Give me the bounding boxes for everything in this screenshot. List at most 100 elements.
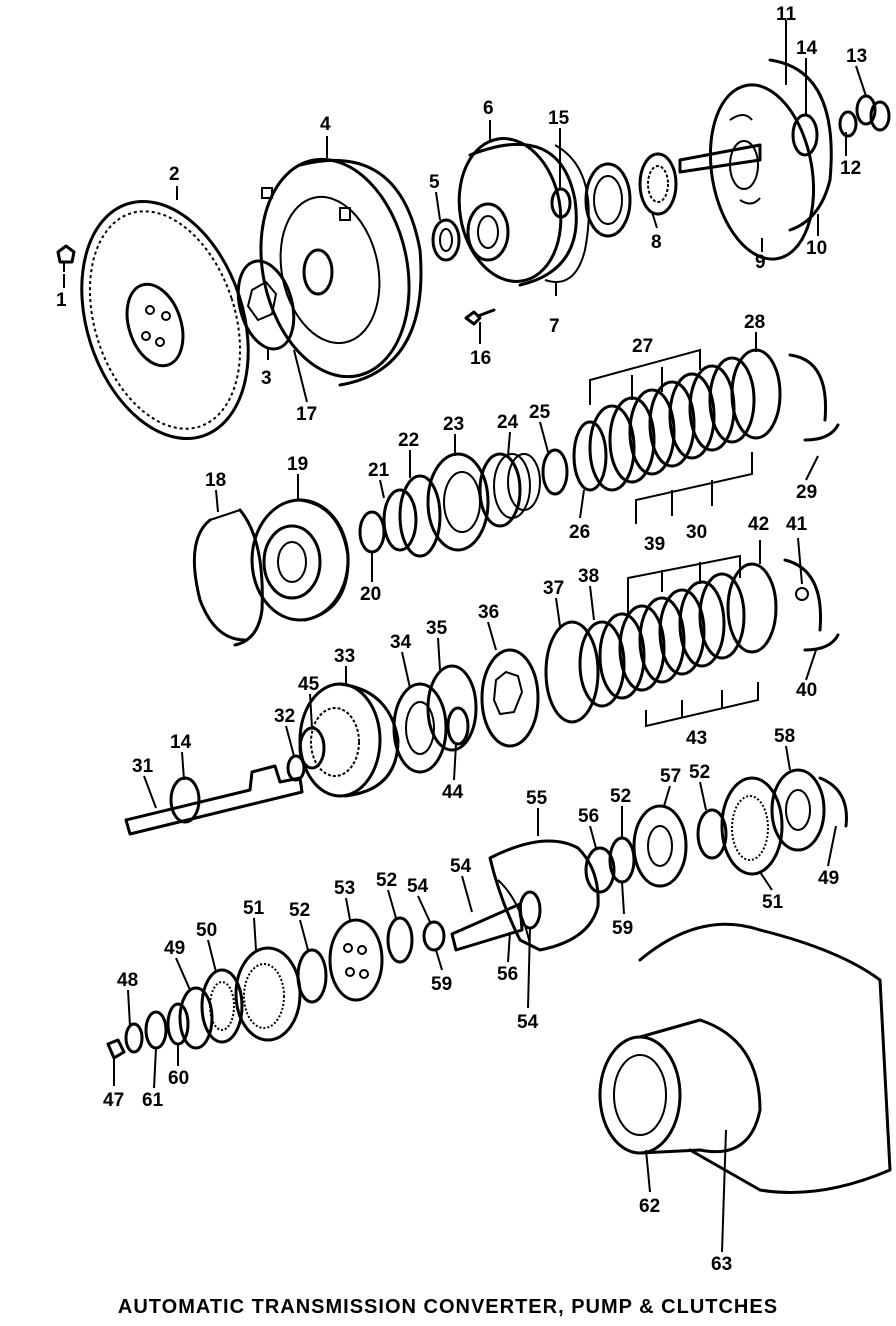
callout-49-right: 49	[818, 868, 839, 889]
callout-38: 38	[578, 566, 599, 587]
callout-54-a: 54	[407, 876, 429, 897]
diagram-caption: AUTOMATIC TRANSMISSION CONVERTER, PUMP &…	[117, 1296, 779, 1318]
callout-63: 63	[711, 1254, 732, 1275]
callout-31: 31	[132, 756, 154, 777]
part-31-input-shaft	[124, 764, 304, 836]
callout-52-c: 52	[610, 786, 631, 807]
callout-27: 27	[632, 336, 653, 357]
part-10-pump-cover	[768, 58, 833, 232]
callout-49-left: 49	[164, 938, 185, 959]
callout-9: 9	[755, 252, 766, 273]
callout-50: 50	[196, 920, 217, 941]
callout-47: 47	[103, 1090, 124, 1111]
part-6-pump-body	[457, 137, 578, 287]
callout-19: 19	[287, 454, 308, 475]
callout-32: 32	[274, 706, 295, 727]
part-62-63-case	[598, 922, 892, 1194]
callout-8: 8	[651, 232, 662, 253]
part-12-13-seal-rings	[838, 94, 891, 138]
callout-44: 44	[442, 782, 464, 803]
part-33-clutch-hub	[298, 682, 400, 798]
part-8-pump-gears	[584, 152, 678, 238]
part-2-flywheel	[80, 199, 250, 441]
part-27-30-clutch-plates	[588, 348, 782, 492]
callout-4: 4	[320, 114, 331, 135]
leader-lines	[63, 20, 867, 1253]
callout-43: 43	[686, 728, 707, 749]
callout-62: 62	[639, 1196, 660, 1217]
callout-30: 30	[686, 522, 707, 543]
callout-34: 34	[390, 632, 412, 653]
callout-6: 6	[483, 98, 494, 119]
callout-54-b: 54	[450, 856, 472, 877]
callout-25: 25	[529, 402, 551, 423]
callout-22: 22	[398, 430, 419, 451]
part-18-band	[192, 508, 264, 647]
callout-21: 21	[368, 460, 390, 481]
callout-55: 55	[526, 788, 548, 809]
part-4-torque-converter	[259, 157, 423, 387]
callout-3: 3	[261, 368, 272, 389]
callout-33: 33	[334, 646, 355, 667]
callout-51-left: 51	[243, 898, 265, 919]
callout-18: 18	[205, 470, 226, 491]
callout-2: 2	[169, 164, 180, 185]
part-25-26-retainers	[541, 420, 608, 496]
part-24-spring	[478, 452, 541, 528]
callout-40: 40	[796, 680, 817, 701]
callout-29: 29	[796, 482, 817, 503]
callout-52-b: 52	[376, 870, 397, 891]
part-19-drum	[250, 498, 350, 622]
part-49-50-bearing	[178, 968, 244, 1050]
part-3-flexplate-adapter	[236, 259, 296, 351]
part-40-41-snap-rings	[783, 558, 840, 652]
part-1-bolt	[56, 244, 76, 272]
part-9-stator-shaft	[678, 83, 816, 261]
part-52-washers	[296, 808, 728, 1004]
callout-24: 24	[497, 412, 519, 433]
callout-5: 5	[429, 172, 440, 193]
callout-39: 39	[644, 534, 665, 555]
callout-11: 11	[776, 4, 797, 25]
part-56-57-58-reaction-parts	[584, 768, 848, 894]
callout-labels: 1 2 3 4 5 6 7 8 9 10 11 12 13 14 15 16 1…	[56, 4, 867, 1275]
part-28-29-snap-rings	[788, 353, 840, 442]
callout-28: 28	[744, 312, 765, 333]
callout-53: 53	[334, 878, 355, 899]
part-51-ring-gear-left	[234, 946, 302, 1042]
callout-54-c: 54	[517, 1012, 539, 1033]
callout-14-lower: 14	[170, 732, 192, 753]
callout-52-a: 52	[289, 900, 310, 921]
callout-17: 17	[296, 404, 317, 425]
callout-41: 41	[786, 514, 808, 535]
callout-56-left: 56	[497, 964, 518, 985]
callout-37: 37	[543, 578, 564, 599]
callout-58: 58	[774, 726, 795, 747]
callout-57: 57	[660, 766, 681, 787]
callout-14-top: 14	[796, 38, 818, 59]
callout-48: 48	[117, 970, 138, 991]
callout-42: 42	[748, 514, 769, 535]
callout-59-left: 59	[431, 974, 452, 995]
callout-61: 61	[142, 1090, 164, 1111]
callout-60: 60	[168, 1068, 189, 1089]
callout-16: 16	[470, 348, 491, 369]
part-34-35-44-washers	[392, 664, 478, 774]
part-23-piston	[426, 452, 490, 552]
callout-52-d: 52	[689, 762, 710, 783]
part-53-planet-carrier	[328, 918, 384, 1002]
callout-45: 45	[298, 674, 320, 695]
callout-59-right: 59	[612, 918, 633, 939]
callout-12: 12	[840, 158, 861, 179]
callout-51-right: 51	[762, 892, 784, 913]
part-37-43-clutch-pack	[544, 562, 778, 724]
callout-13: 13	[846, 46, 867, 67]
callout-7: 7	[549, 316, 560, 337]
callout-23: 23	[443, 414, 464, 435]
callout-20: 20	[360, 584, 381, 605]
part-7-o-ring	[544, 144, 590, 283]
callout-15: 15	[548, 108, 570, 129]
callout-56-right: 56	[578, 806, 599, 827]
part-5-seal	[431, 218, 461, 262]
